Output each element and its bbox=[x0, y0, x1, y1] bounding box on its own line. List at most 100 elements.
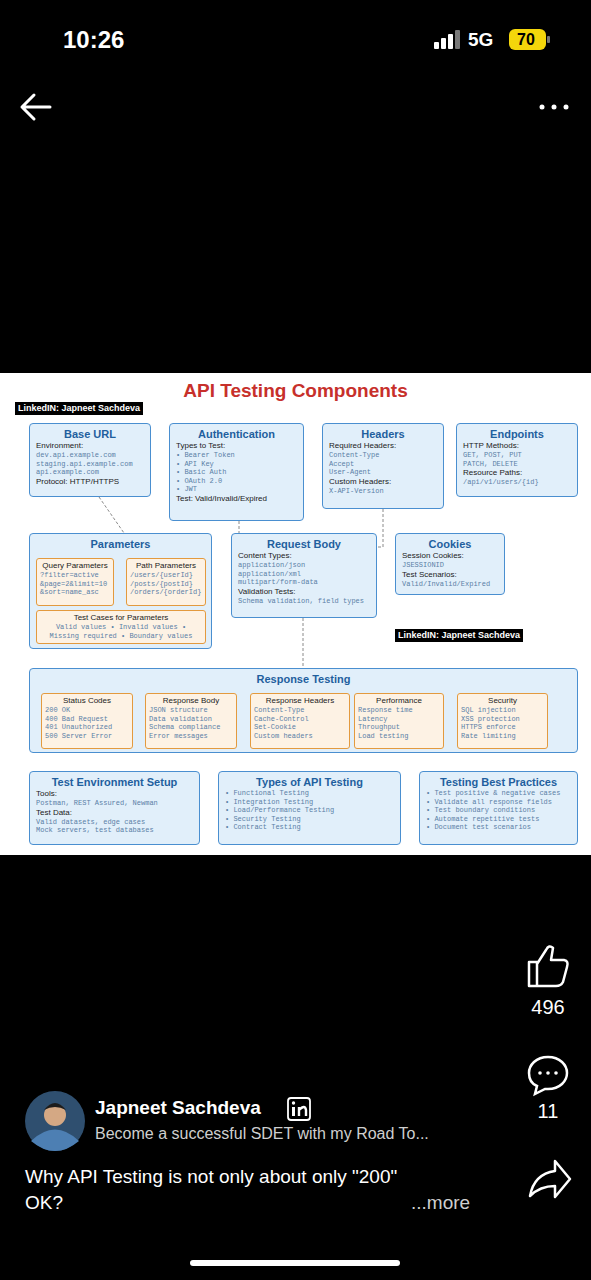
field-value: Custom headers bbox=[254, 732, 346, 741]
like-count: 496 bbox=[523, 995, 573, 1019]
field-value: PATCH, DELETE bbox=[463, 460, 571, 469]
field-value: • Contract Testing bbox=[225, 823, 394, 832]
box-heading: Endpoints bbox=[463, 427, 571, 441]
dashed-connector bbox=[377, 509, 383, 547]
field-value: • Functional Testing bbox=[225, 789, 394, 798]
field-value: • Automate repetitive tests bbox=[426, 815, 571, 824]
watermark: LinkedIN: Japneet Sachdeva bbox=[395, 629, 523, 642]
box-heading: Authentication bbox=[176, 427, 297, 441]
box-heading: Headers bbox=[329, 427, 437, 441]
field-value: XSS protection bbox=[461, 715, 544, 724]
battery-level: 70 bbox=[511, 30, 541, 49]
signal-bar bbox=[434, 42, 439, 49]
field-label: Validation Tests: bbox=[238, 587, 370, 597]
field-value: ?filter=active bbox=[40, 571, 110, 580]
box-heading: Testing Best Practices bbox=[426, 775, 571, 789]
field-value: HTTPS enforce bbox=[461, 723, 544, 732]
field-label: Required Headers: bbox=[329, 441, 437, 451]
share-icon bbox=[530, 1161, 570, 1197]
component-box: Test Environment SetupTools:Postman, RES… bbox=[29, 771, 200, 845]
field-value: • Integration Testing bbox=[225, 798, 394, 807]
component-box: EndpointsHTTP Methods:GET, POST, PUTPATC… bbox=[456, 423, 578, 497]
field-value: 400 Bad Request bbox=[45, 715, 129, 724]
field-value: /orders/{orderId} bbox=[130, 588, 202, 597]
more-link: ...more bbox=[411, 1190, 470, 1216]
linkedin-icon-part bbox=[292, 1101, 295, 1104]
dashed-connector bbox=[303, 618, 304, 668]
back-arrow bbox=[22, 95, 50, 119]
field-value: • Basic Auth bbox=[176, 468, 297, 477]
field-value: • Load/Performance Testing bbox=[225, 806, 394, 815]
field-value: Rate limiting bbox=[461, 732, 544, 741]
component-box: HeadersRequired Headers:Content-TypeAcce… bbox=[322, 423, 444, 509]
field-value: • Test boundary conditions bbox=[426, 806, 571, 815]
field-value: Throughput bbox=[358, 723, 440, 732]
field-value: api.example.com bbox=[36, 468, 144, 477]
field-label: Test: Valid/Invalid/Expired bbox=[176, 494, 297, 504]
field-value: GET, POST, PUT bbox=[463, 451, 571, 460]
field-value: Valid datasets, edge cases bbox=[36, 818, 193, 827]
field-value: User-Agent bbox=[329, 468, 437, 477]
field-value: /posts/{postId} bbox=[130, 580, 202, 589]
box-heading: Test Environment Setup bbox=[36, 775, 193, 789]
sub-box: Status Codes200 OK400 Bad Request401 Una… bbox=[41, 693, 133, 749]
box-heading: Request Body bbox=[238, 537, 370, 551]
avatar bbox=[25, 1091, 85, 1151]
component-box: ParametersQuery Parameters?filter=active… bbox=[29, 533, 212, 649]
field-value: JSON structure bbox=[149, 706, 233, 715]
linkedin-icon-part bbox=[299, 1107, 306, 1116]
box-heading: Test Cases for Parameters bbox=[40, 613, 202, 623]
field-value: X-API-Version bbox=[329, 487, 437, 496]
field-label: Types to Test: bbox=[176, 441, 297, 451]
field-value: JSESSIONID bbox=[402, 561, 498, 570]
field-value: • Bearer Token bbox=[176, 451, 297, 460]
box-heading: Security bbox=[461, 696, 544, 706]
field-value: Cache-Control bbox=[254, 715, 346, 724]
sub-box: PerformanceResponse timeLatencyThroughpu… bbox=[354, 693, 444, 749]
dashed-connector bbox=[99, 497, 124, 533]
field-label: Environment: bbox=[36, 441, 144, 451]
watermark: LinkedIN: Japneet Sachdeva bbox=[15, 402, 143, 415]
component-box: Base URLEnvironment:dev.api.example.coms… bbox=[29, 423, 151, 497]
field-label: Custom Headers: bbox=[329, 477, 437, 487]
field-value: staging.api.example.com bbox=[36, 460, 144, 469]
field-value: • Security Testing bbox=[225, 815, 394, 824]
field-value: • JWT bbox=[176, 485, 297, 494]
dashed-connector bbox=[239, 521, 240, 533]
field-value: multipart/form-data bbox=[238, 578, 370, 587]
field-label: Resource Paths: bbox=[463, 468, 571, 478]
field-label: Session Cookies: bbox=[402, 551, 498, 561]
field-value: &page=2&limit=10 bbox=[40, 580, 110, 589]
component-box: CookiesSession Cookies:JSESSIONIDTest Sc… bbox=[395, 533, 505, 595]
sub-box: Response BodyJSON structureData validati… bbox=[145, 693, 237, 749]
comment-count: 11 bbox=[523, 1099, 573, 1123]
avatar-turban bbox=[44, 1103, 66, 1110]
field-value: Response time bbox=[358, 706, 440, 715]
component-box: Request BodyContent Types:application/js… bbox=[231, 533, 377, 618]
author-name: Japneet Sachdeva bbox=[95, 1096, 261, 1119]
field-value: • Document test scenarios bbox=[426, 823, 571, 832]
box-heading: Response Body bbox=[149, 696, 233, 706]
signal-bar bbox=[455, 30, 460, 49]
battery-icon bbox=[509, 29, 546, 50]
home-indicator bbox=[190, 1260, 400, 1266]
field-value: application/json bbox=[238, 561, 370, 570]
component-box: AuthenticationTypes to Test:• Bearer Tok… bbox=[169, 423, 304, 521]
field-value: Valid values • Invalid values • Missing … bbox=[40, 623, 202, 640]
author-headline: Become a successful SDET with my Road To… bbox=[95, 1124, 429, 1144]
menu-dot bbox=[552, 105, 557, 110]
field-label: Test Scenarios: bbox=[402, 570, 498, 580]
sub-box: Response HeadersContent-TypeCache-Contro… bbox=[250, 693, 350, 749]
field-label: Test Data: bbox=[36, 808, 193, 818]
field-value: • Test positive & negative cases bbox=[426, 789, 571, 798]
field-value: • Validate all response fields bbox=[426, 798, 571, 807]
field-value: Content-Type bbox=[254, 706, 346, 715]
signal-bar bbox=[441, 38, 446, 49]
field-value: 200 OK bbox=[45, 706, 129, 715]
sub-box: Query Parameters?filter=active&page=2&li… bbox=[36, 558, 114, 606]
box-heading: Base URL bbox=[36, 427, 144, 441]
box-heading: Cookies bbox=[402, 537, 498, 551]
menu-dot bbox=[564, 105, 569, 110]
field-value: /users/{userId} bbox=[130, 571, 202, 580]
